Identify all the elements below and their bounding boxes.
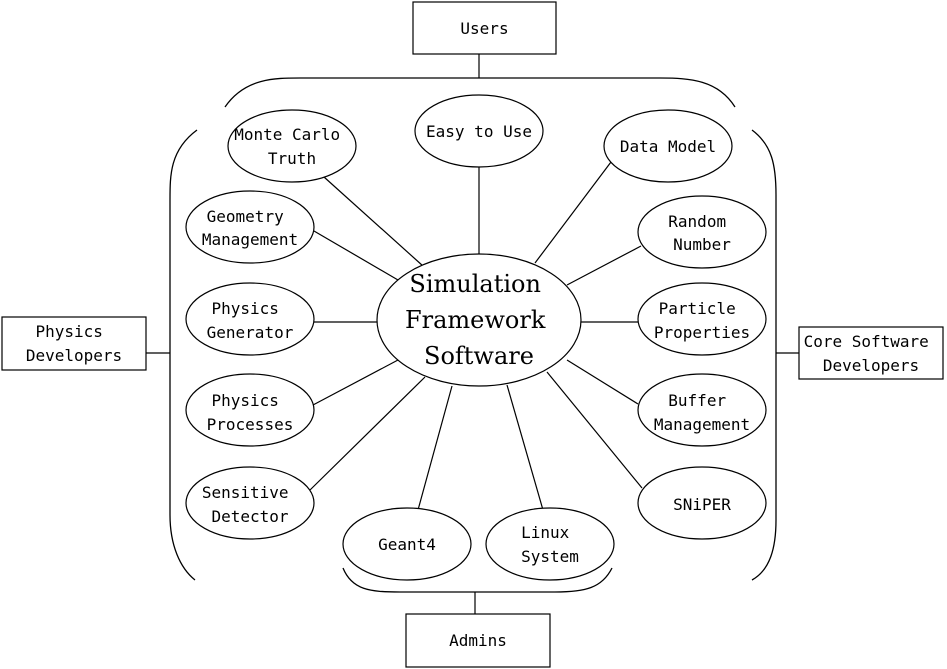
users-label: Users xyxy=(460,19,508,38)
data-model-label: Data Model xyxy=(620,137,716,156)
node-geometry-management: Geometry Management xyxy=(185,190,315,264)
spoke-linux-system xyxy=(506,384,544,511)
spoke-geant4 xyxy=(417,385,453,511)
sensitive-detector-label: Sensitive Detector xyxy=(202,483,298,526)
node-sensitive-detector: Sensitive Detector xyxy=(185,466,315,540)
spoke-geometry-management xyxy=(313,230,399,281)
geant4-label: Geant4 xyxy=(378,535,436,554)
node-data-model: Data Model xyxy=(603,109,733,183)
node-random-number: Random Number xyxy=(637,195,767,269)
admins-label: Admins xyxy=(449,631,507,650)
grouping-brackets xyxy=(169,77,777,593)
node-physics-generator: Physics Generator xyxy=(185,282,315,356)
core-developers-bracket xyxy=(751,129,777,581)
connectors xyxy=(146,54,799,614)
physics-developers-box: Physics Developers xyxy=(1,316,147,371)
geometry-management-label: Geometry Management xyxy=(202,207,298,249)
sniper-label: SNiPER xyxy=(673,495,731,514)
spoke-data-model xyxy=(534,161,612,264)
buffer-management-label: Buffer Management xyxy=(654,391,750,434)
admins-bracket xyxy=(342,567,613,593)
core-software-developers-label: Core Software Developers xyxy=(804,332,939,375)
monte-carlo-truth-label: Monte Carlo Truth xyxy=(234,125,350,168)
physics-processes-label: Physics Processes xyxy=(207,391,294,434)
center-label: Simulation Framework Software xyxy=(405,270,553,370)
node-physics-processes: Physics Processes xyxy=(185,373,315,447)
random-number-label: Random Number xyxy=(668,212,735,254)
node-buffer-management: Buffer Management xyxy=(637,373,767,447)
node-linux-system: Linux System xyxy=(485,507,615,581)
node-easy-to-use: Easy to Use xyxy=(414,94,544,168)
linux-system-label: Linux System xyxy=(521,523,579,566)
spoke-monte-carlo-truth xyxy=(323,176,424,267)
admins-box: Admins xyxy=(405,613,551,668)
physics-developers-bracket xyxy=(169,129,198,581)
physics-developers-label: Physics Developers xyxy=(26,322,122,365)
particle-properties-label: Particle Properties xyxy=(654,299,750,342)
component-nodes: Monte Carlo Truth Easy to Use Data Model… xyxy=(185,94,767,581)
node-monte-carlo-truth: Monte Carlo Truth xyxy=(227,109,357,183)
spoke-random-number xyxy=(566,245,642,286)
users-box: Users xyxy=(412,1,557,55)
physics-generator-label: Physics Generator xyxy=(207,299,294,342)
spoke-physics-processes xyxy=(312,359,399,406)
node-geant4: Geant4 xyxy=(342,507,472,581)
center-node: Simulation Framework Software xyxy=(376,253,582,387)
users-bracket xyxy=(224,77,736,108)
spoke-sensitive-detector xyxy=(309,376,426,491)
spoke-buffer-management xyxy=(566,359,639,405)
spoke-sniper xyxy=(546,371,643,489)
core-software-developers-box: Core Software Developers xyxy=(798,326,944,380)
node-particle-properties: Particle Properties xyxy=(637,282,767,356)
node-sniper: SNiPER xyxy=(637,466,767,540)
easy-to-use-label: Easy to Use xyxy=(426,122,532,141)
